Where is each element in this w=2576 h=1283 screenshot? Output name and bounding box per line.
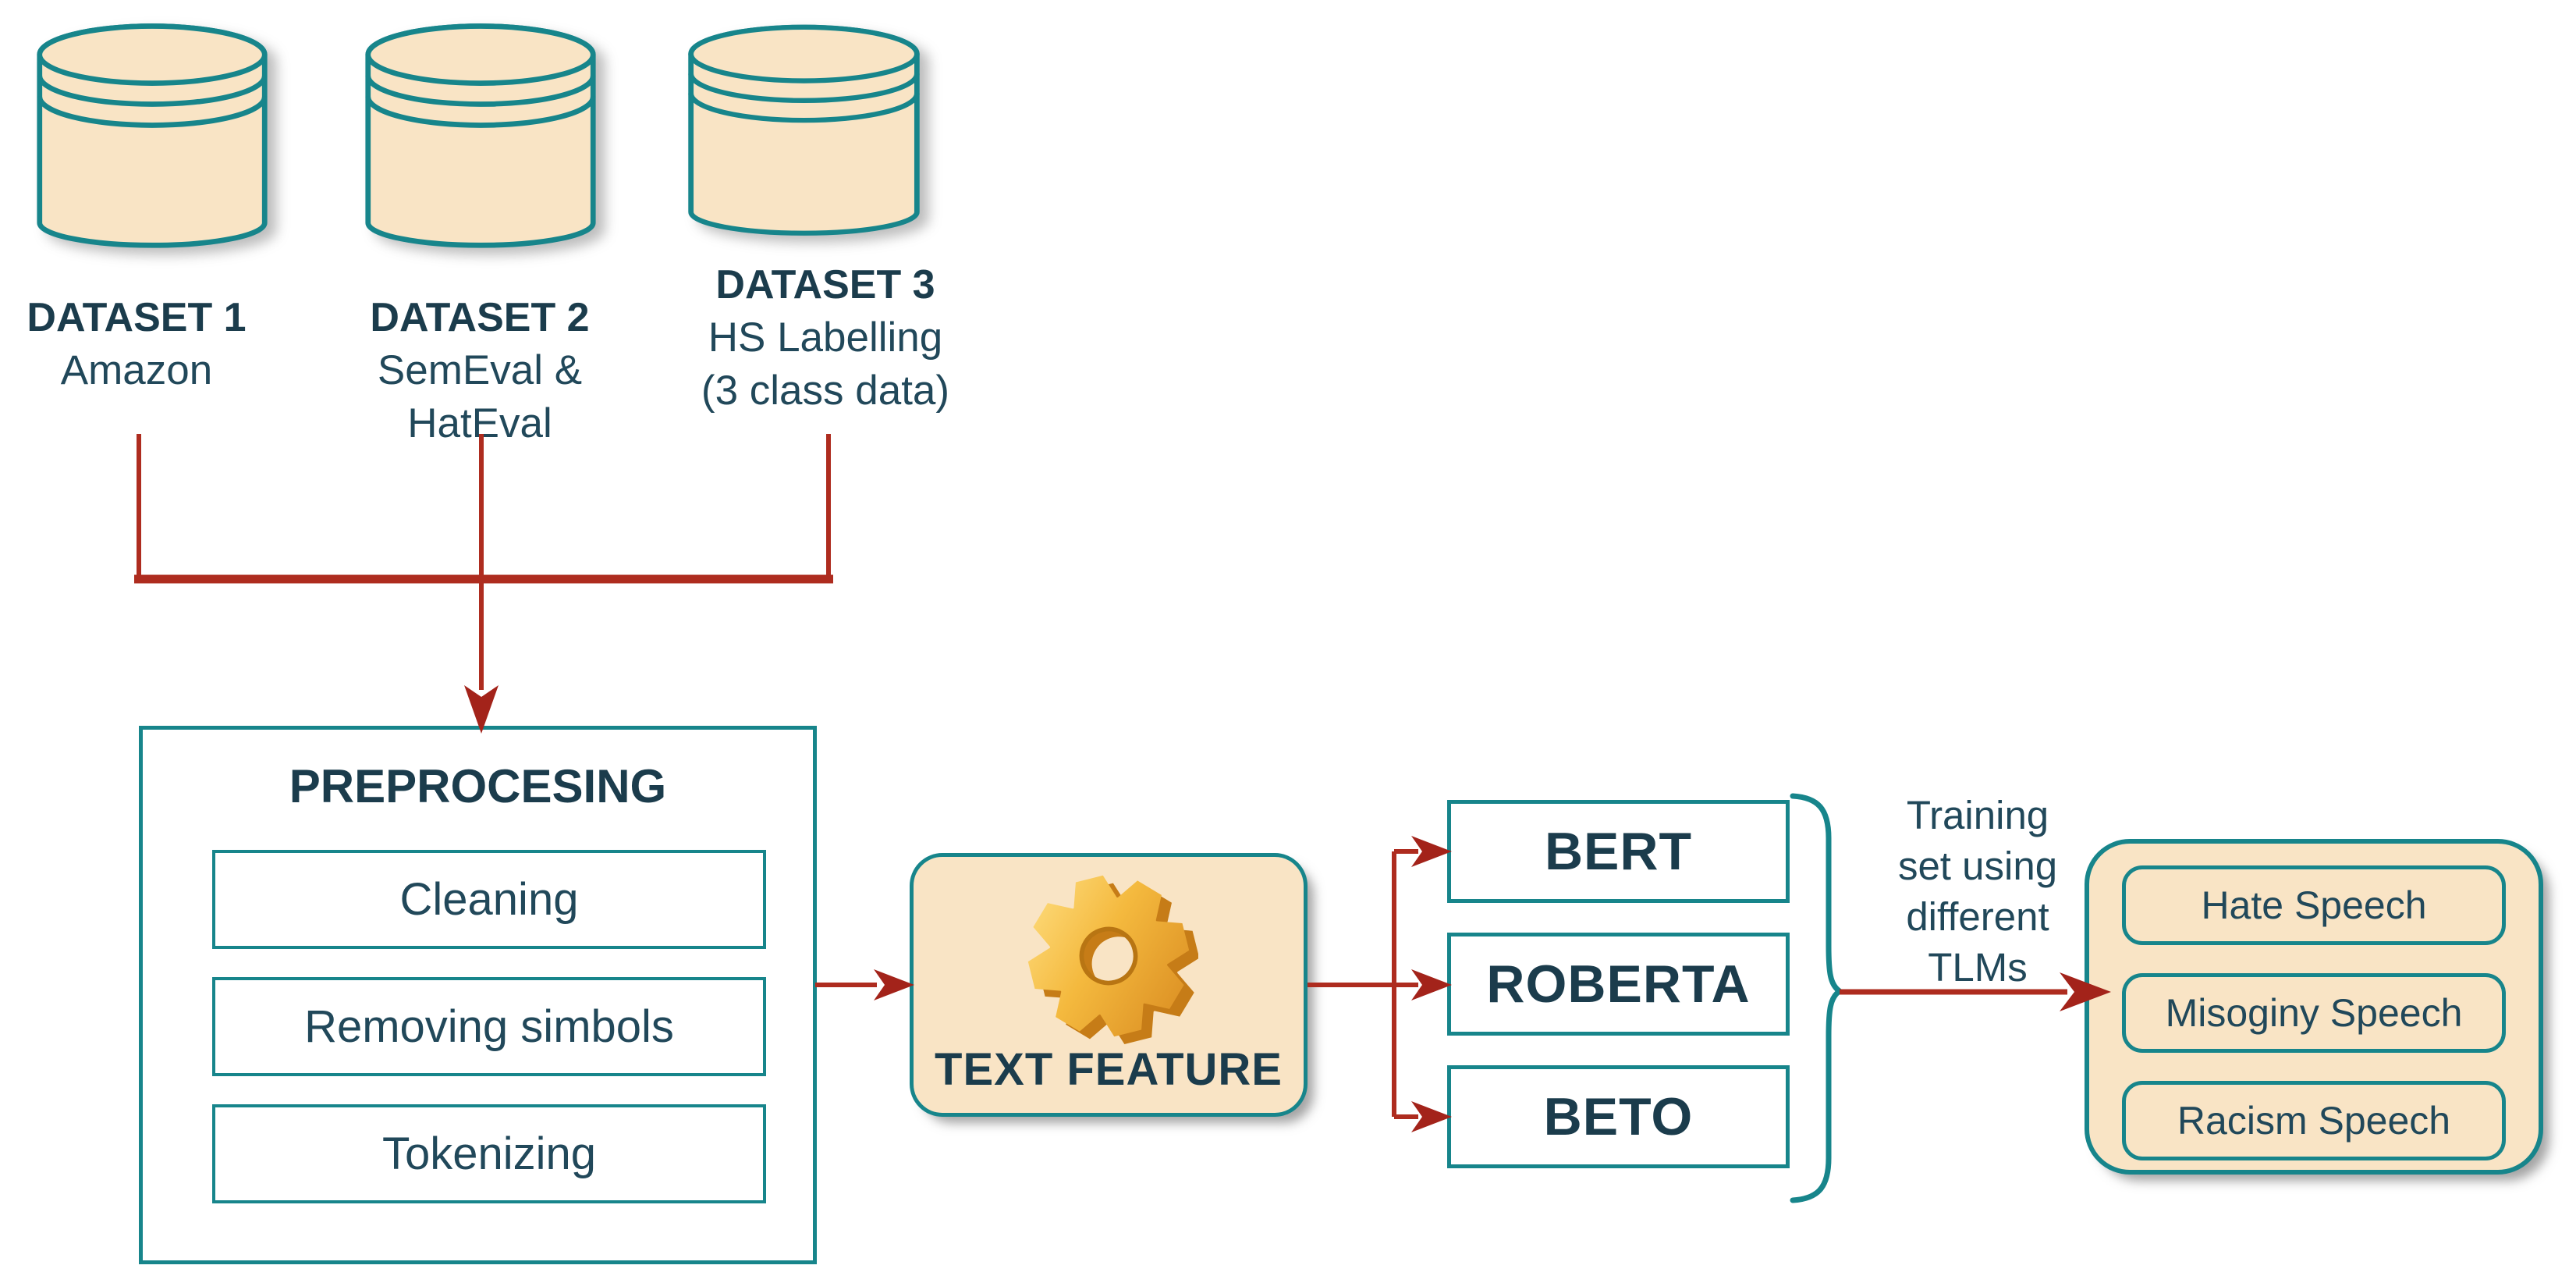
arrowhead-into-feature xyxy=(874,969,914,1000)
gear-icon xyxy=(1019,866,1200,1050)
dataset-3-label: DATASET 3 HS Labelling (3 class data) xyxy=(669,258,981,418)
preprocessing-box: PREPROCESING Cleaning Removing simbols T… xyxy=(139,726,817,1264)
dataset-title: DATASET 1 xyxy=(27,295,247,340)
database-icon xyxy=(365,23,596,248)
training-note-line: different xyxy=(1906,894,2049,939)
step-tokenizing: Tokenizing xyxy=(212,1104,766,1203)
dataset-2-group xyxy=(360,17,601,251)
output-misoginy-speech: Misoginy Speech xyxy=(2122,973,2506,1053)
training-note: Training set using different TLMs xyxy=(1865,790,2091,993)
model-box-roberta: ROBERTA xyxy=(1447,933,1790,1036)
dataset-subtitle: HS Labelling xyxy=(708,315,943,361)
dataset-1-label: DATASET 1 Amazon xyxy=(0,291,273,397)
dataset-1-group xyxy=(31,17,273,251)
step-cleaning: Cleaning xyxy=(212,850,766,949)
training-note-line: set using xyxy=(1897,844,2058,888)
text-feature-label: TEXT FEATURE xyxy=(935,1044,1283,1095)
training-note-line: Training xyxy=(1906,793,2049,837)
arrowhead-into-roberta xyxy=(1411,969,1452,1000)
models-group-brace xyxy=(1790,793,1845,1203)
dataset-title: DATASET 2 xyxy=(370,295,590,340)
arrowhead-into-beto xyxy=(1411,1101,1452,1132)
training-note-line: TLMs xyxy=(1928,945,2028,990)
dataset-subtitle: SemEval & HatEval xyxy=(377,347,583,446)
output-hate-speech: Hate Speech xyxy=(2122,865,2506,945)
model-box-bert: BERT xyxy=(1447,800,1790,903)
database-icon xyxy=(688,24,920,236)
arrowhead-into-bert xyxy=(1411,836,1452,867)
dataset-title: DATASET 3 xyxy=(715,262,935,307)
output-racism-speech: Racism Speech xyxy=(2122,1081,2506,1160)
speech-classes-box: Hate Speech Misoginy Speech Racism Speec… xyxy=(2085,839,2543,1175)
database-icon xyxy=(37,23,268,248)
step-removing-symbols: Removing simbols xyxy=(212,977,766,1076)
dataset-2-label: DATASET 2 SemEval & HatEval xyxy=(324,291,636,450)
text-feature-box: TEXT FEATURE xyxy=(910,853,1308,1117)
model-box-beto: BETO xyxy=(1447,1065,1790,1168)
dataset-subtitle: (3 class data) xyxy=(701,368,950,414)
dataset-subtitle: Amazon xyxy=(60,347,213,393)
preprocessing-title: PREPROCESING xyxy=(289,760,667,812)
dataset-3-group xyxy=(683,19,924,239)
